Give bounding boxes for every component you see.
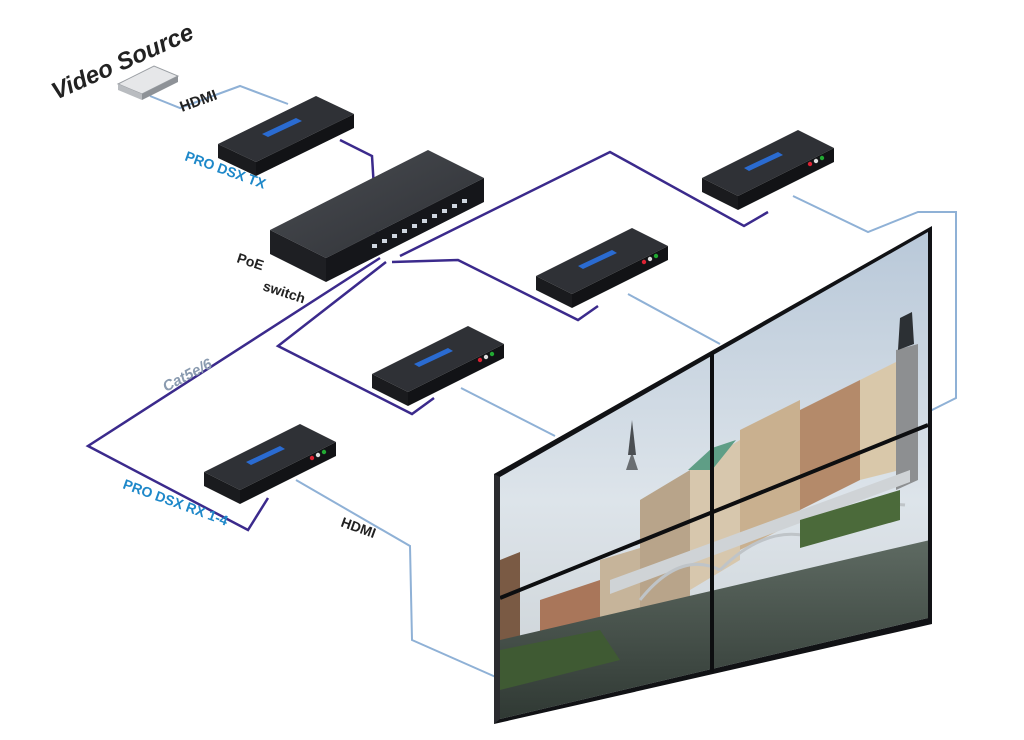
video-source-device: Video Source	[47, 19, 197, 106]
receiver-box-icon	[218, 96, 354, 176]
switch-ports	[372, 199, 467, 248]
wall-depth	[494, 474, 500, 724]
cat-cables	[85, 138, 769, 532]
receiver-box-icon	[702, 130, 834, 210]
rx-device-1	[204, 424, 336, 504]
receiver-box-icon	[536, 228, 668, 308]
hdmi-source-label: HDMI	[178, 87, 220, 116]
wall-column	[896, 344, 918, 490]
rx-device-3	[536, 228, 668, 308]
cat-cable-rx4	[399, 150, 769, 258]
rx-device-4	[702, 130, 834, 210]
receiver-box-icon	[204, 424, 336, 504]
wall-seam-horizontal	[499, 423, 929, 600]
hdmi-cable-rx4	[792, 195, 957, 413]
hdmi-cables	[149, 84, 957, 679]
cat-cable-rx3	[391, 258, 599, 322]
video-source-label: Video Source	[47, 19, 197, 106]
poe-switch-device	[270, 150, 484, 282]
hdmi-cable-rx3	[627, 293, 721, 345]
media-player-icon	[116, 65, 180, 100]
hdmi-cable-rx1	[295, 479, 499, 679]
cat-label: Cat5e/6	[160, 355, 216, 395]
switch-label: switch	[261, 278, 307, 307]
rx-device-2	[372, 326, 504, 406]
receiver-box-icon	[372, 326, 504, 406]
tx-device	[218, 96, 354, 176]
hdmi-display-label: HDMI	[339, 514, 378, 541]
hdmi-cable-rx2	[460, 387, 556, 437]
cat-cable-rx1	[85, 256, 381, 532]
cat-cable-rx2	[275, 261, 435, 416]
hdmi-source-cable	[149, 84, 289, 110]
network-switch-icon	[270, 150, 484, 282]
wall-water	[500, 540, 928, 719]
poe-label: PoE	[235, 250, 266, 274]
